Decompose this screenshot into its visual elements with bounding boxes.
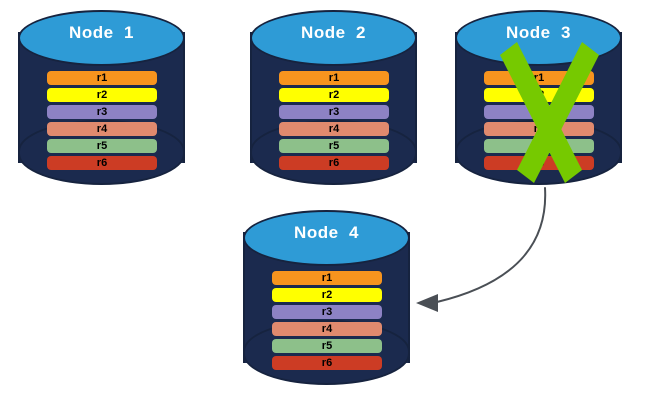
row-list: r1 r2 r3 r4 r5 r6 (47, 71, 157, 170)
row-r1: r1 (272, 271, 382, 285)
node-label: Node 3 (506, 23, 571, 42)
row-r6: r6 (484, 156, 594, 170)
row-r4: r4 (272, 322, 382, 336)
row-r2: r2 (279, 88, 389, 102)
row-list: r1 r2 r3 r4 r5 r6 (279, 71, 389, 170)
row-r6: r6 (47, 156, 157, 170)
row-r5: r5 (47, 139, 157, 153)
node-label: Node 1 (69, 23, 134, 42)
row-r2: r2 (47, 88, 157, 102)
row-r1: r1 (47, 71, 157, 85)
row-r4: r4 (47, 122, 157, 136)
row-r5: r5 (272, 339, 382, 353)
row-r4: r4 (484, 122, 594, 136)
node-1[interactable]: Node 1 r1 r2 r3 r4 r5 r6 (18, 10, 185, 185)
row-r6: r6 (272, 356, 382, 370)
row-r1: r1 (484, 71, 594, 85)
row-r2: r2 (484, 88, 594, 102)
row-r5: r5 (279, 139, 389, 153)
node-4[interactable]: Node 4 r1 r2 r3 r4 r5 r6 (243, 210, 410, 385)
node-2[interactable]: Node 2 r1 r2 r3 r4 r5 r6 (250, 10, 417, 185)
row-list: r1 r2 r3 r4 r5 r6 (272, 271, 382, 370)
row-r2: r2 (272, 288, 382, 302)
node-label: Node 4 (294, 223, 359, 242)
cylinder-top (243, 210, 410, 266)
node-label: Node 2 (301, 23, 366, 42)
row-r6: r6 (279, 156, 389, 170)
row-r1: r1 (279, 71, 389, 85)
cylinder-top (18, 10, 185, 66)
row-r3: r3 (47, 105, 157, 119)
row-r4: r4 (279, 122, 389, 136)
node-3[interactable]: Node 3 r1 r2 r3 r4 r5 r6 (455, 10, 622, 185)
row-r3: r3 (279, 105, 389, 119)
row-r5: r5 (484, 139, 594, 153)
cylinder-top (250, 10, 417, 66)
cylinder-bottom (243, 320, 410, 385)
row-r3: r3 (272, 305, 382, 319)
row-r3: r3 (484, 105, 594, 119)
row-list: r1 r2 r3 r4 r5 r6 (484, 71, 594, 170)
